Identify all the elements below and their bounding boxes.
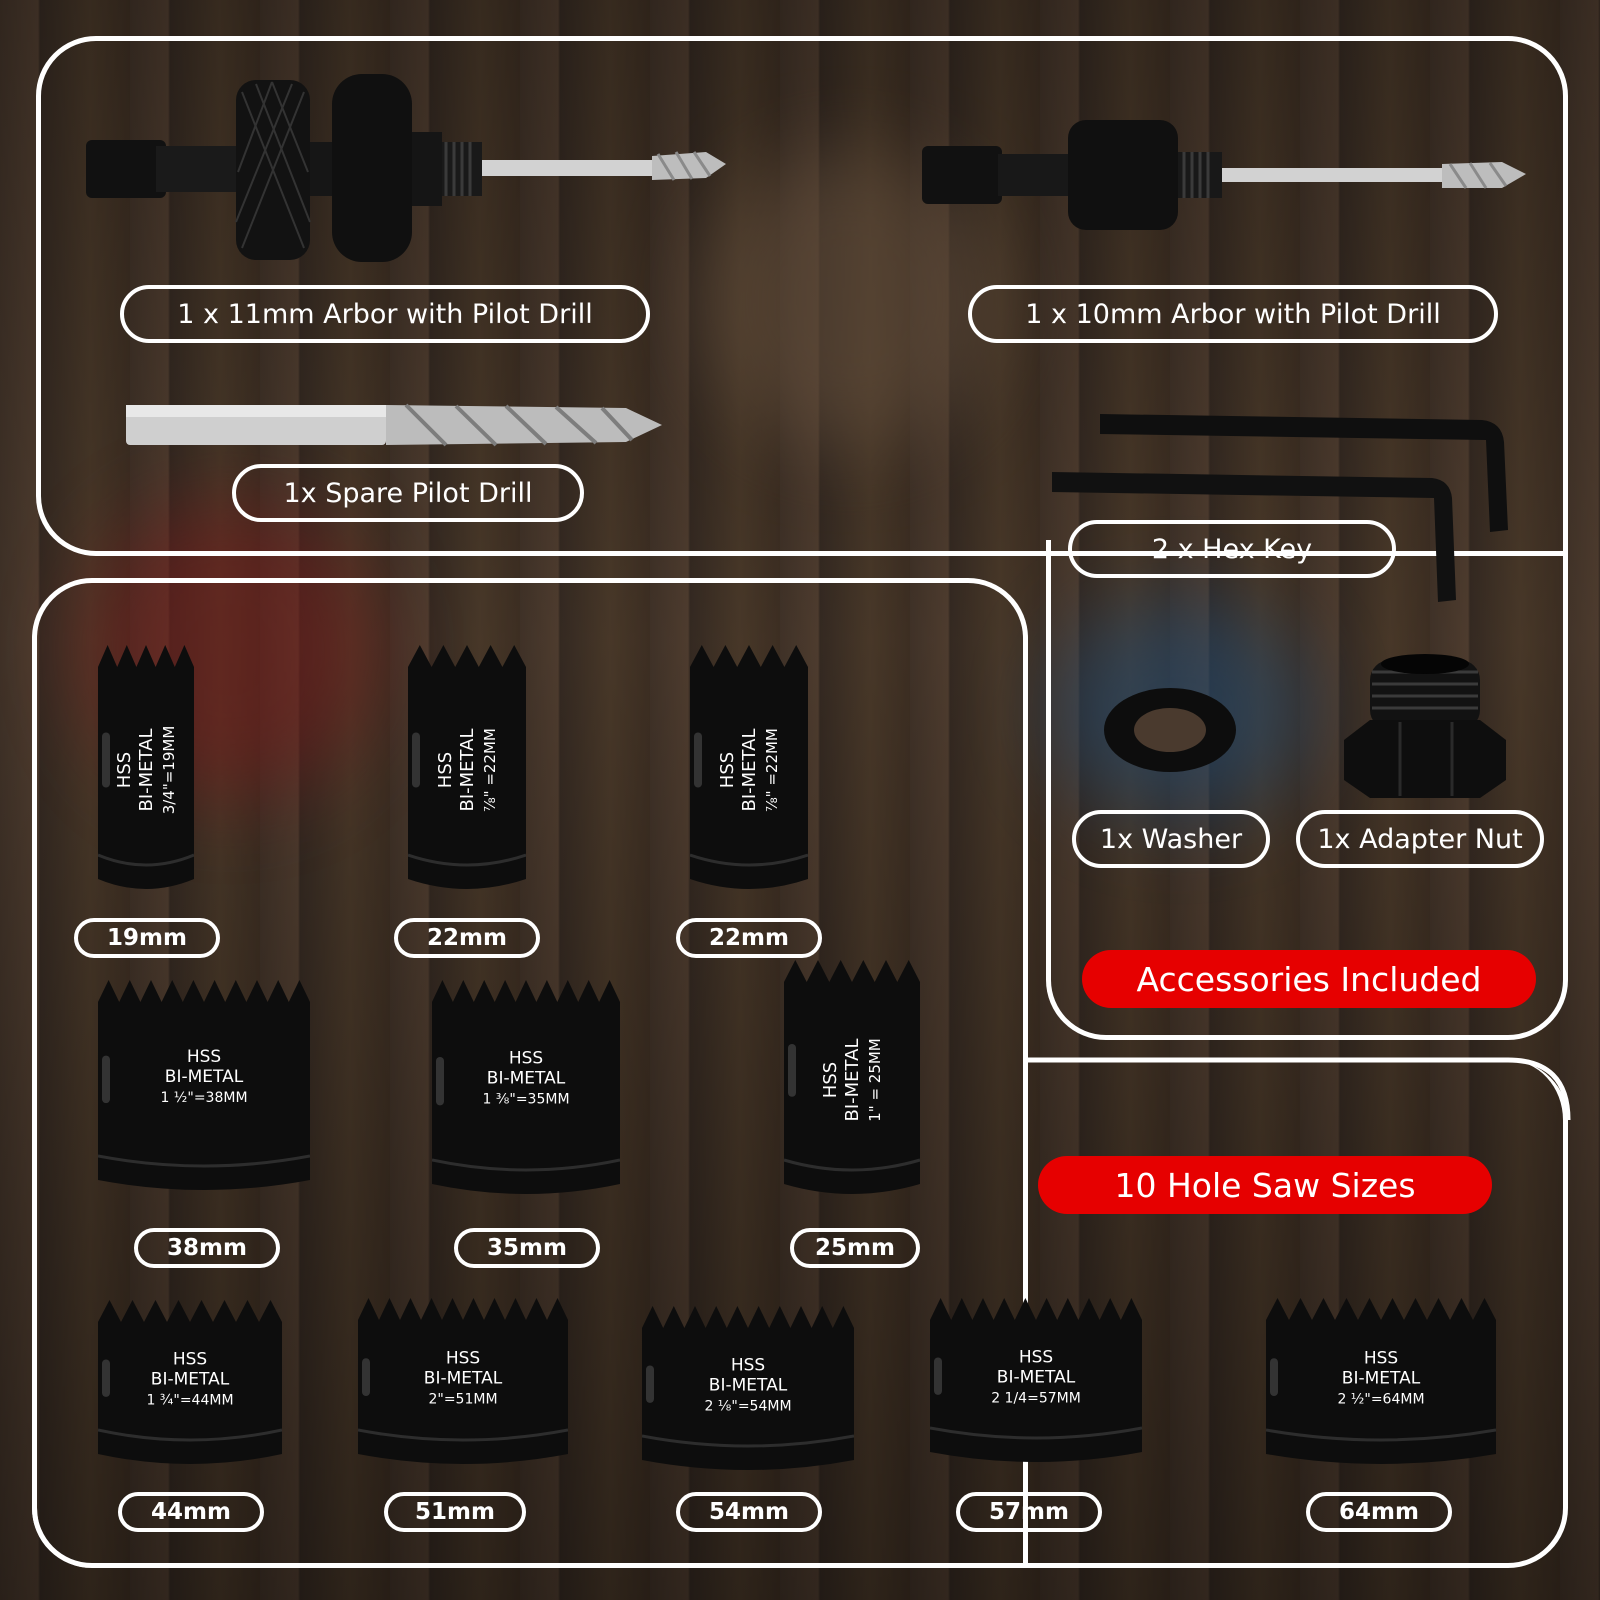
hole-saw-engraving: HSS (435, 752, 456, 788)
accessories-included-banner: Accessories Included (1082, 950, 1536, 1008)
hole-saw-engraving: BI-METAL (151, 1370, 230, 1390)
hole-saw-engraving: ⅞" =22MM (481, 728, 499, 812)
hole-saw-engraving: BI-METAL (842, 1039, 863, 1122)
hole-saw-engraving: BI-METAL (709, 1376, 788, 1396)
hole-saw-engraving: HSS (173, 1350, 207, 1370)
hole-saw-engraving: BI-METAL (165, 1067, 244, 1087)
hole-saw-engraving: HSS (731, 1356, 765, 1376)
hole-saw-engraving: 3/4"=19MM (160, 726, 178, 815)
hole-saw-engraving: 1 ¾"=44MM (146, 1393, 233, 1409)
hole-saw-size-label: 35mm (454, 1228, 600, 1268)
hole-saw-engraving: 2 1/4=57MM (991, 1391, 1081, 1407)
washer-icon (1104, 688, 1236, 772)
hole-saw-engraving: HSS (114, 752, 135, 788)
hole-saw-engraving: BI-METAL (424, 1368, 503, 1388)
hole-saw-size-label: 22mm (394, 918, 540, 958)
arbor-11mm-label: 1 x 11mm Arbor with Pilot Drill (120, 285, 650, 343)
hole-saw-engraving: HSS (446, 1348, 480, 1368)
hole-saw-engraving: 2 ½"=64MM (1337, 1391, 1424, 1407)
washer-label: 1x Washer (1072, 810, 1270, 868)
hex-key-label: 2 x Hex Key (1068, 520, 1396, 578)
hole-saw-panel-lower (32, 1060, 1568, 1568)
hole-saw-engraving: HSS (820, 1062, 841, 1098)
pilot-drill-icon (126, 403, 662, 447)
hole-saw-size-label: 44mm (118, 1492, 264, 1532)
adapter-nut-icon (1344, 654, 1506, 798)
hole-saw-size-label: 19mm (74, 918, 220, 958)
hole-saw-engraving: BI-METAL (136, 729, 157, 812)
arbor-11mm-icon (86, 74, 726, 262)
hole-saw-size-label: 22mm (676, 918, 822, 958)
hole-saw-size-label: 64mm (1306, 1492, 1452, 1532)
arbor-panel (36, 36, 1568, 556)
hole-saw-engraving: 2"=51MM (428, 1391, 497, 1407)
arbor-10mm-label: 1 x 10mm Arbor with Pilot Drill (968, 285, 1498, 343)
hole-saw-engraving: ⅞" =22MM (763, 728, 781, 812)
hole-saw-size-label: 51mm (384, 1492, 526, 1532)
hole-saw-engraving: 1 ½"=38MM (160, 1090, 247, 1106)
hole-saw-engraving: BI-METAL (457, 729, 478, 812)
hole-saw-engraving: HSS (187, 1047, 221, 1067)
hex-key-icon (1052, 414, 1508, 602)
hole-saw-engraving: BI-METAL (997, 1368, 1076, 1388)
hole-saw-engraving: BI-METAL (1342, 1368, 1421, 1388)
accessory-panel (1046, 540, 1568, 1040)
arbor-10mm-icon (922, 120, 1526, 230)
hole-saw-size-label: 38mm (134, 1228, 280, 1268)
hole-saw-engraving: 2 ⅛"=54MM (704, 1399, 791, 1415)
hole-saw-engraving: BI-METAL (739, 729, 760, 812)
hole-saw-sizes-banner: 10 Hole Saw Sizes (1038, 1156, 1492, 1214)
pilot-drill-label: 1x Spare Pilot Drill (232, 464, 584, 522)
hole-saw-engraving: HSS (717, 752, 738, 788)
hole-saw-engraving: HSS (1364, 1348, 1398, 1368)
hole-saw-engraving: HSS (1019, 1348, 1053, 1368)
hole-saw-size-label: 57mm (956, 1492, 1102, 1532)
hole-saw-engraving: 1 ⅜"=35MM (482, 1092, 569, 1108)
hole-saw-size-label: 25mm (790, 1228, 920, 1268)
hole-saw-size-label: 54mm (676, 1492, 822, 1532)
hole-saw-engraving: 1" = 25MM (866, 1038, 884, 1122)
adapter-nut-label: 1x Adapter Nut (1296, 810, 1544, 868)
hole-saw-engraving: BI-METAL (487, 1069, 566, 1089)
hole-saw-engraving: HSS (509, 1049, 543, 1069)
